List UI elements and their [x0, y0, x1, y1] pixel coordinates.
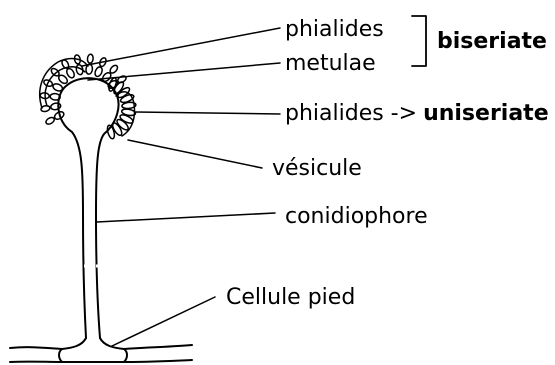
leader-vesicule [128, 140, 262, 168]
conidiophore-drawing [10, 54, 192, 362]
leader-phialides-side [136, 112, 280, 114]
foot-cell [10, 338, 192, 362]
label-phialides-side: phialides ->uniseriate [285, 101, 549, 126]
label-conidiophore: conidiophore [285, 204, 428, 229]
leader-phialides-top [82, 28, 280, 66]
label-biseriate: biseriate [437, 29, 547, 54]
label-phialides-top: phialides [285, 17, 384, 42]
label-cellule-pied: Cellule pied [226, 285, 355, 310]
label-vesicule: vésicule [272, 156, 362, 181]
metula-cell [94, 66, 104, 78]
metula-cell [50, 102, 61, 110]
vesicle-and-stipe [58, 78, 118, 338]
label-uniseriate: uniseriate [423, 101, 549, 126]
labels: phialides metulae biseriate phialides ->… [226, 17, 549, 310]
phialide-cell [45, 116, 56, 125]
label-phialides-arrow: phialides -> [285, 101, 417, 126]
phialide-cell [109, 64, 119, 74]
leader-conidiophore [97, 213, 275, 222]
leader-cellule-pied [112, 297, 215, 346]
label-metulae: metulae [285, 51, 376, 76]
phialide-cell [50, 67, 60, 77]
phialide-cell [61, 59, 70, 70]
biseriate-bracket [412, 16, 426, 66]
phialide-cell [87, 54, 94, 64]
